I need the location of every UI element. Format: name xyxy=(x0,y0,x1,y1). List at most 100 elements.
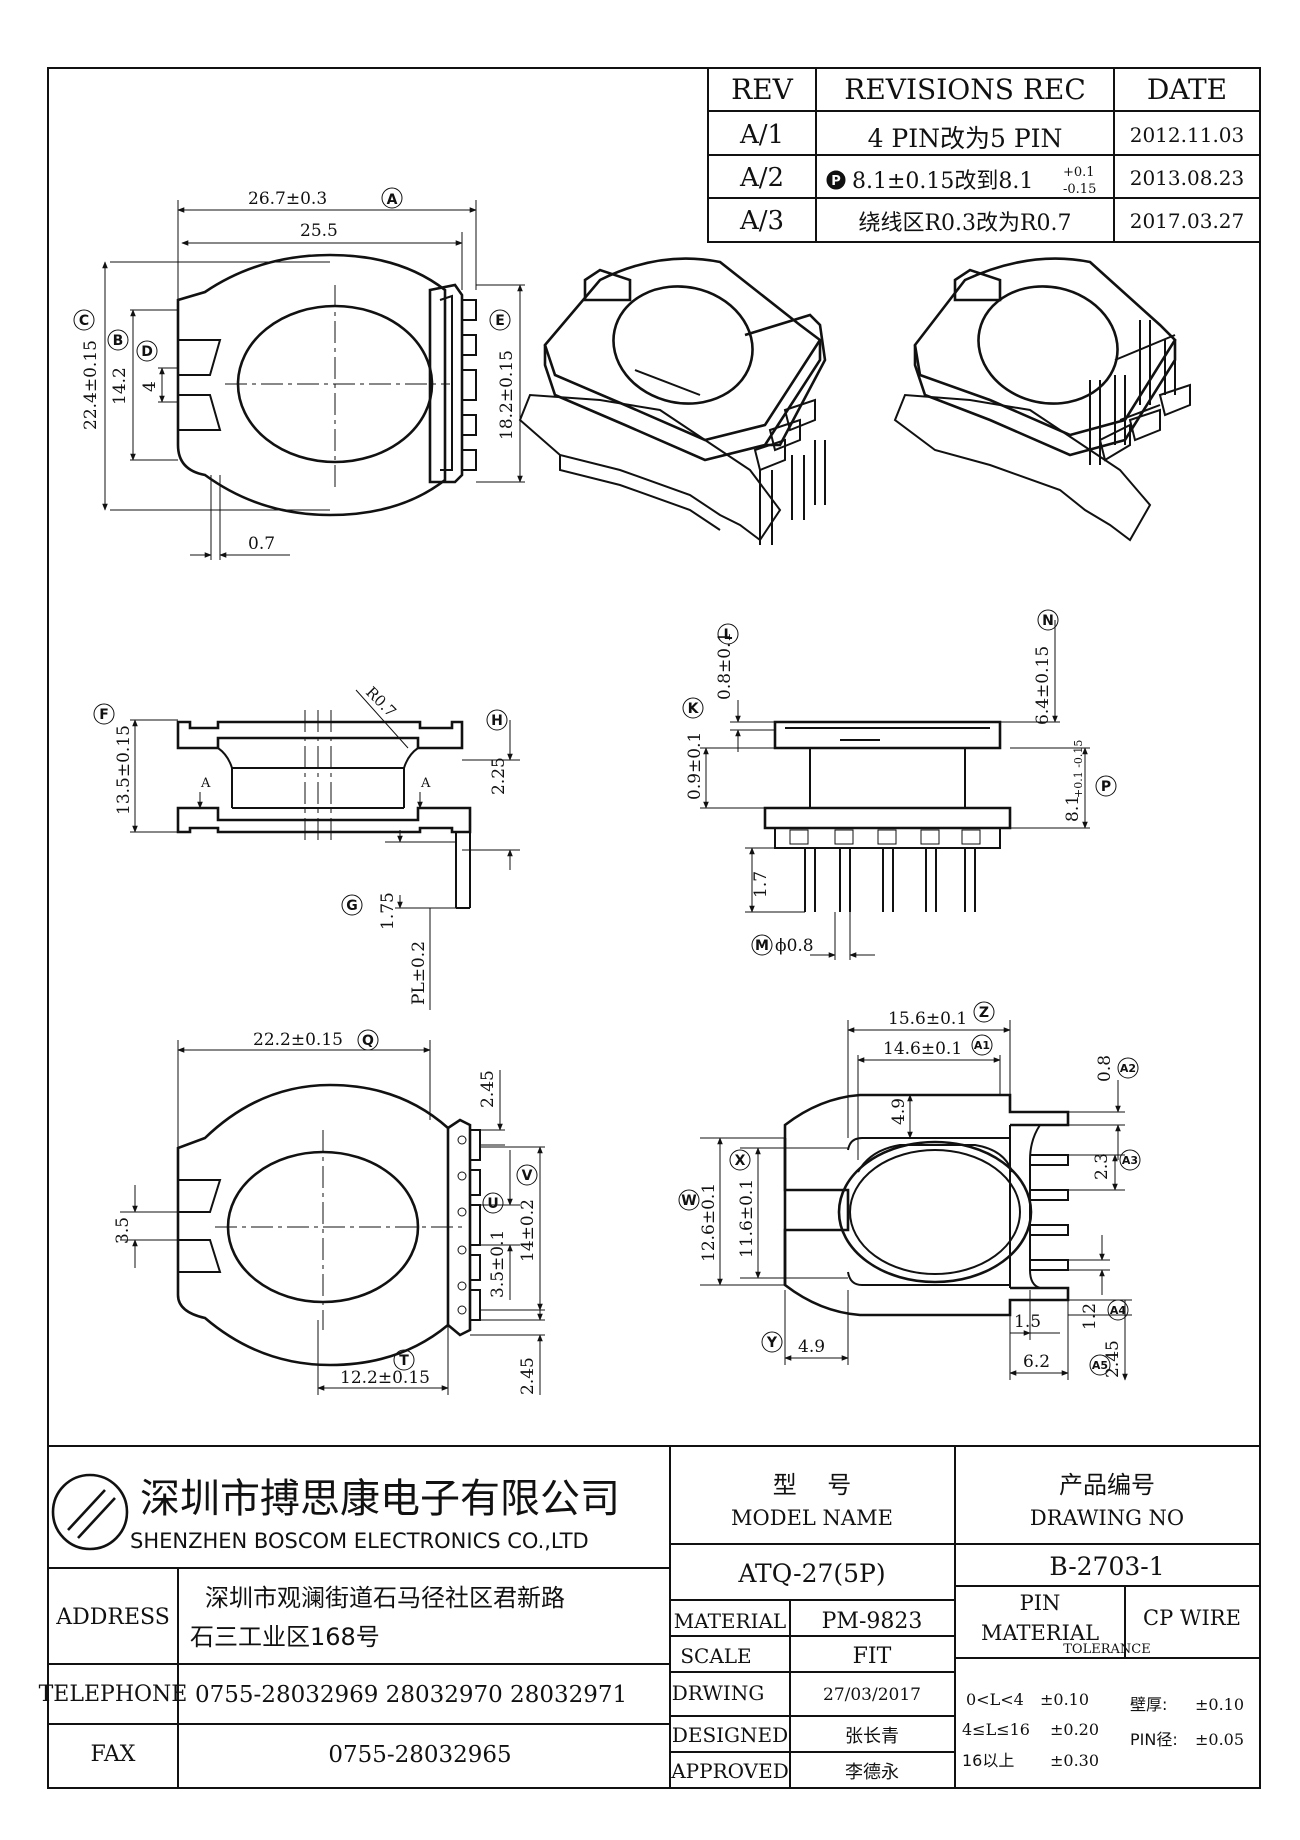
approved-value: 李德永 xyxy=(845,1762,899,1783)
tol-2-range: 4≤L≤16 xyxy=(962,1720,1030,1739)
tol-3-range: 16以上 xyxy=(962,1751,1014,1770)
dim-pl: PL±0.2 xyxy=(409,941,429,1005)
marker-a: A xyxy=(387,192,398,208)
marker-g: G xyxy=(346,898,358,914)
marker-p-rev-label: P xyxy=(831,174,841,189)
drawing-label-cn: 产品编号 xyxy=(1059,1471,1155,1499)
tol-2-value: ±0.20 xyxy=(1050,1720,1099,1739)
dim-3-5-u: 3.5±0.1 xyxy=(488,1230,508,1298)
marker-w: W xyxy=(681,1193,696,1209)
fax-label: FAX xyxy=(91,1742,136,1767)
rec-a2: 8.1±0.15改到8.1 xyxy=(852,169,1033,194)
dim-0-8-a2: 0.8 xyxy=(1095,1055,1115,1082)
telephone-label: TELEPHONE xyxy=(39,1682,188,1707)
dim-8-1: 8.1 xyxy=(1063,795,1083,822)
dim-3-5-notch: 3.5 xyxy=(113,1217,133,1244)
marker-v: V xyxy=(522,1168,533,1184)
rev-a1: A/1 xyxy=(739,120,784,150)
dim-8-1-tol: +0.1 -0.15 xyxy=(1072,740,1085,798)
marker-p: P xyxy=(1101,779,1111,795)
approved-label: APPROVED xyxy=(670,1759,789,1783)
pin-dia-tol-label: PIN径: xyxy=(1130,1730,1178,1749)
marker-h: H xyxy=(491,713,503,729)
dim-18-2: 18.2±0.15 xyxy=(497,350,517,440)
dim-0-9: 0.9±0.1 xyxy=(685,732,705,800)
designed-value: 张长青 xyxy=(845,1726,899,1747)
scale-label: SCALE xyxy=(680,1644,751,1668)
dim-4-9-wall: 4.9 xyxy=(889,1098,909,1125)
telephone-value: 0755-28032969 28032970 28032971 xyxy=(195,1682,627,1708)
dim-25-5: 25.5 xyxy=(300,221,338,241)
dim-6-4: 6.4±0.15 xyxy=(1033,646,1053,725)
dim-4-9-y: 4.9 xyxy=(798,1337,825,1357)
dim-15-6: 15.6±0.1 xyxy=(888,1009,967,1029)
isometric-view-1 xyxy=(518,257,827,545)
marker-a4: A4 xyxy=(1110,1304,1127,1317)
rec-a2-sub: -0.15 xyxy=(1063,182,1096,197)
company-name-cn: 深圳市搏思康电子有限公司 xyxy=(140,1476,620,1522)
model-label-en: MODEL NAME xyxy=(731,1506,893,1530)
marker-a3: A3 xyxy=(1122,1154,1138,1167)
company-logo xyxy=(51,1473,129,1551)
rec-a2-sup: +0.1 xyxy=(1063,165,1095,180)
tol-3-value: ±0.30 xyxy=(1050,1751,1099,1770)
title-block: 深圳市搏思康电子有限公司 SHENZHEN BOSCOM ELECTRONICS… xyxy=(39,1445,1260,1788)
dim-4: 4 xyxy=(140,381,160,392)
dim-13-5: 13.5±0.15 xyxy=(114,725,134,815)
tolerance-label: TOLERANCE xyxy=(1063,1642,1150,1657)
dim-11-6: 11.6±0.1 xyxy=(737,1179,757,1258)
drawing-label-en: DRAWING NO xyxy=(1030,1506,1184,1530)
marker-t: T xyxy=(399,1353,409,1369)
date-a1: 2012.11.03 xyxy=(1130,123,1245,147)
section-a-right: A xyxy=(420,776,431,791)
dim-2-45-a5: 2.45 xyxy=(1103,1340,1123,1378)
pin-dia-tol-value: ±0.05 xyxy=(1195,1730,1244,1749)
dim-pin-dia: ϕ0.8 xyxy=(775,936,814,956)
address-line2: 石三工业区168号 xyxy=(190,1623,380,1651)
dim-22-4: 22.4±0.15 xyxy=(81,340,101,430)
company-name-en: SHENZHEN BOSCOM ELECTRONICS CO.,LTD xyxy=(130,1529,589,1553)
side-view: A A 13.5±0.15 F R0.7 H 2.25 G 1.75 PL±0.… xyxy=(93,683,520,1010)
scale-value: FIT xyxy=(853,1644,892,1669)
revisions-header: REVISIONS REC xyxy=(844,73,1086,106)
dim-14-2: 14.2 xyxy=(110,367,130,405)
marker-p-rev xyxy=(826,170,846,190)
dim-12-6: 12.6±0.1 xyxy=(699,1183,719,1262)
dim-r0-7: R0.7 xyxy=(362,683,400,721)
dim-12-2: 12.2±0.15 xyxy=(340,1368,430,1388)
bottom-view: 22.2±0.15 Q 2.45 3.5 3.5±0.1 U 14±0.2 V … xyxy=(113,1029,545,1395)
marker-x: X xyxy=(735,1153,746,1169)
rec-a1: 4 PIN改为5 PIN xyxy=(868,124,1063,153)
sheet-frame xyxy=(47,67,1261,1789)
rev-a3: A/3 xyxy=(739,206,784,236)
dim-2-3: 2.3 xyxy=(1092,1153,1112,1180)
dim-14: 14±0.2 xyxy=(518,1199,538,1262)
marker-u: U xyxy=(487,1196,498,1212)
dim-0-7: 0.7 xyxy=(248,534,275,554)
model-label-cn: 型 号 xyxy=(773,1471,852,1499)
rev-a2: A/2 xyxy=(739,163,784,193)
marker-f: F xyxy=(99,707,109,723)
tol-1-range: 0<L<4 xyxy=(966,1690,1024,1709)
dim-26-7: 26.7±0.3 xyxy=(248,189,327,209)
pin-material-label-2: MATERIAL xyxy=(981,1621,1099,1645)
section-view: 15.6±0.1 Z 14.6±0.1 A1 4.9 0.8 A2 2.3 A3… xyxy=(678,1001,1141,1381)
dim-2-25: 2.25 xyxy=(489,757,509,795)
dim-14-6: 14.6±0.1 xyxy=(883,1039,962,1059)
wall-tol-label: 壁厚: xyxy=(1130,1695,1167,1714)
date-a3: 2017.03.27 xyxy=(1130,209,1245,233)
rev-header: REV xyxy=(731,73,794,106)
wall-tol-value: ±0.10 xyxy=(1195,1695,1244,1714)
dim-0-8-l: 0.8±0.1 xyxy=(715,632,735,700)
dim-2-45-top: 2.45 xyxy=(478,1070,498,1108)
marker-m: M xyxy=(755,938,769,954)
tol-1-value: ±0.10 xyxy=(1040,1690,1089,1709)
pin-material-label-1: PIN xyxy=(1020,1591,1061,1615)
drawing-date-label: DRWING xyxy=(672,1681,765,1705)
marker-d: D xyxy=(141,344,153,360)
section-a-left: A xyxy=(200,776,211,791)
drawing-date-value: 27/03/2017 xyxy=(823,1685,921,1705)
marker-b: B xyxy=(113,333,124,349)
fax-value: 0755-28032965 xyxy=(328,1742,511,1768)
